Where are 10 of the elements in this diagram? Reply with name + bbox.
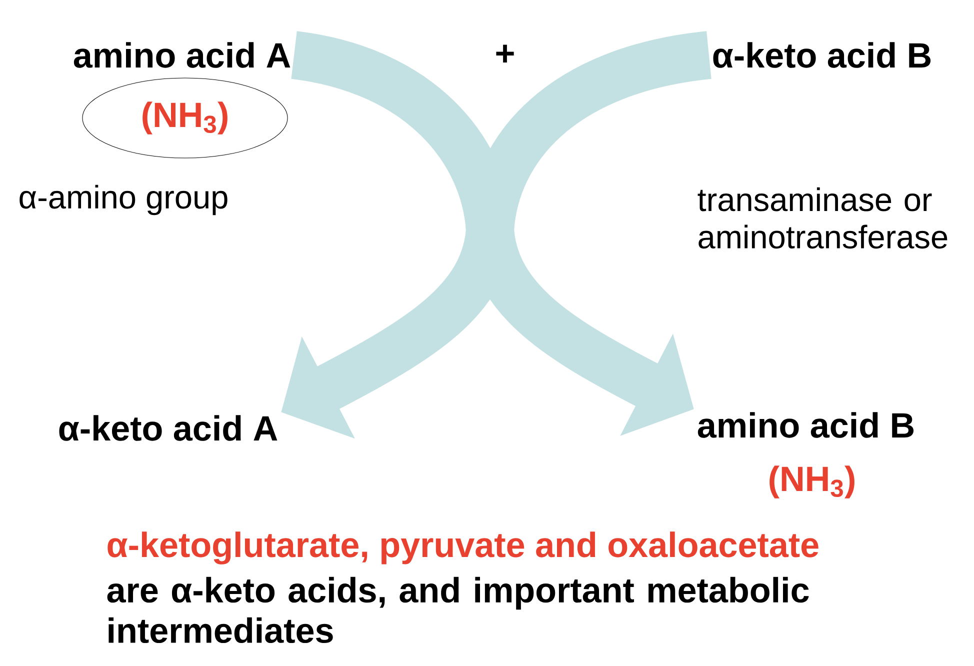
node-label: α-keto acid B [713, 42, 931, 68]
formula-label: (NH$_{3}$) [770, 466, 854, 498]
text-label: + [496, 44, 514, 63]
text-label: are α-keto acids, and important metabolic intermediates [107, 576, 809, 644]
node-label: α-keto acid A [59, 415, 278, 441]
text-label: α-amino group [20, 184, 228, 216]
text-label: transaminase or aminotransferase [698, 187, 948, 249]
text-label: α-ketoglutarate, pyruvate and oxaloacetate [108, 532, 818, 564]
node-label: amino acid B [698, 412, 914, 438]
node-label: amino acid A [74, 42, 290, 68]
